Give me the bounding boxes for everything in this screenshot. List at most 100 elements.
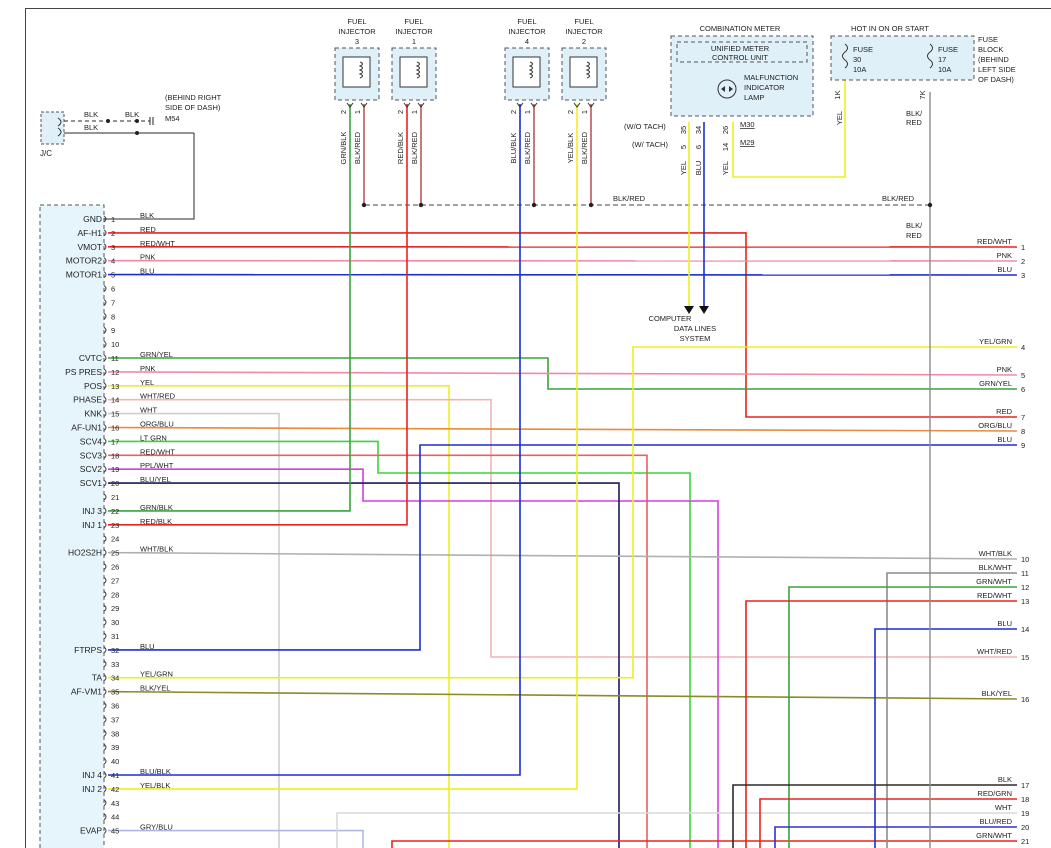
ecm-pin-40-stub — [103, 757, 107, 765]
right-terminal-5-wire-label: PNK — [997, 365, 1012, 374]
ecm-pin-1-label: GND — [83, 214, 102, 224]
injector-coil-frame-inj2 — [569, 56, 598, 88]
wire-term11 — [886, 572, 1017, 848]
ecm-pin-29-number: 29 — [111, 604, 119, 613]
ecm-pin-41-wire-label: BLU/BLK — [140, 767, 171, 776]
ecm-pin-35-number: 35 — [111, 688, 119, 697]
jc-dot-c — [135, 131, 139, 135]
injector-title-inj1-2: 1 — [412, 37, 416, 46]
meter-wire-label-2: YEL — [721, 161, 730, 175]
coil-icon-inj1 — [415, 61, 420, 79]
wire-scv3 — [108, 454, 648, 848]
bus-dot-inj1 — [418, 202, 424, 208]
ecm-pin-41-number: 41 — [111, 771, 119, 780]
injector-title-inj2-2: 2 — [582, 37, 586, 46]
injector-layer: FUELINJECTOR32GRN/BLK1BLK/REDFUELINJECTO… — [334, 17, 607, 208]
right-terminal-4-wire-label: YEL/GRN — [979, 337, 1012, 346]
ecm-pin-2-wire-label: RED — [140, 225, 156, 234]
m29-label: M29 — [740, 138, 755, 147]
right-terminal-18-wire-label: RED/GRN — [977, 789, 1012, 798]
ecm-pin-45-stub — [103, 827, 107, 834]
injector-coil-frame-inj1 — [399, 56, 428, 88]
wire-phase — [108, 398, 1017, 658]
right-terminal-10-wire-label: WHT/BLK — [979, 549, 1012, 558]
splice-note-1: (BEHIND RIGHT — [165, 93, 222, 102]
coil-icon-inj3 — [358, 61, 363, 79]
mil-label-1: MALFUNCTION — [744, 73, 798, 82]
ecm-pin-28-stub — [103, 590, 107, 598]
ecm-pin-14-number: 14 — [111, 396, 119, 405]
ecm-pin-9-stub — [103, 326, 107, 334]
right-terminal-9-number: 9 — [1021, 441, 1025, 450]
right-terminal-12-number: 12 — [1021, 583, 1029, 592]
splice-note-2: SIDE OF DASH) — [165, 103, 221, 112]
ecm-pin-36-number: 36 — [111, 702, 119, 711]
ecm-pin-17-wire-label: LT GRN — [140, 433, 167, 442]
injector-coil-frame-inj3 — [342, 56, 371, 88]
ecm-pin-45-label: EVAP — [80, 826, 102, 836]
ecm-pin-3-number: 3 — [111, 243, 115, 252]
hot-in-label: HOT IN ON OR START — [851, 24, 929, 33]
injector-pin-icon-inj2-0 — [573, 102, 581, 108]
right-terminal-1-number: 1 — [1021, 243, 1025, 252]
wire-term12 — [788, 586, 1017, 848]
injector-wire-label-inj2-1: BLK/RED — [580, 131, 589, 164]
injector-wire-label-inj1-0: RED/BLK — [396, 132, 405, 164]
right-terminal-4-number: 4 — [1021, 343, 1025, 352]
fuse-blkred-1: BLK/ — [906, 109, 923, 118]
ecm-pin-13-stub — [103, 382, 107, 390]
injector-title-inj2-1: INJECTOR — [565, 27, 603, 36]
ecm-pin-42-stub — [103, 785, 107, 793]
ecm-pin-30-number: 30 — [111, 618, 119, 627]
injector-pin-icon-inj4-1 — [530, 102, 538, 108]
m54-connector — [149, 117, 154, 125]
injector-wire-label-inj1-1: BLK/RED — [410, 131, 419, 164]
ecm-pin-37-number: 37 — [111, 715, 119, 724]
injector-title-inj3-2: 3 — [355, 37, 359, 46]
right-terminal-20-number: 20 — [1021, 823, 1029, 832]
ecm-pin-43-stub — [103, 799, 107, 807]
right-terminal-6-wire-label: GRN/YEL — [979, 379, 1012, 388]
ecm-pin-38-stub — [103, 729, 107, 737]
ecm-pin-39-stub — [103, 743, 107, 751]
ecm-pin-20-wire-label: BLU/YEL — [140, 475, 171, 484]
fuse17-l3: 10A — [938, 65, 951, 74]
ecm-pin-11-stub — [103, 354, 107, 362]
fuse17-l2: 17 — [938, 55, 946, 64]
ecm-pin-35-stub — [103, 688, 107, 695]
wire-pos — [108, 384, 450, 848]
meter-unit-label-2: CONTROL UNIT — [712, 53, 768, 62]
ecm-pin-23-stub — [103, 521, 107, 529]
ecm-pin-26-number: 26 — [111, 563, 119, 572]
ecm-pin-30-stub — [103, 618, 107, 626]
ecm-pin-11-wire-label: GRN/YEL — [140, 350, 173, 359]
combination-meter-title: COMBINATION METER — [700, 24, 781, 33]
ecm-pin-19-number: 19 — [111, 465, 119, 474]
ecm-pin-42-wire-label: YEL/BLK — [140, 781, 170, 790]
injector-title-inj3-0: FUEL — [347, 17, 366, 26]
wire-af-un1 — [107, 426, 1018, 432]
right-terminal-layer: 1RED/WHT2PNK3BLU4YEL/GRN5PNK6GRN/YEL7RED… — [976, 237, 1029, 846]
right-terminal-3-number: 3 — [1021, 271, 1025, 280]
right-terminal-15-number: 15 — [1021, 653, 1029, 662]
fuse-block-l3: (BEHIND — [978, 55, 1009, 64]
ecm-pin-3-label: VMOT — [77, 242, 102, 252]
right-terminal-13-wire-label: RED/WHT — [977, 591, 1012, 600]
splice-label: M54 — [165, 114, 180, 123]
injector-pin-icon-inj1-0 — [403, 102, 411, 108]
ecm-pin-15-wire-label: WHT — [140, 406, 157, 415]
computer-data-line-2: DATA LINES — [674, 324, 716, 333]
ecm-pin-14-stub — [103, 396, 107, 404]
meter-wire-label-0: YEL — [679, 161, 688, 175]
ecm-pin-22-stub — [103, 507, 107, 515]
jc-wire-c-label: BLK — [125, 110, 139, 119]
ecm-pin-4-wire-label: PNK — [140, 253, 155, 262]
ecm-pin-4-label: MOTOR2 — [66, 256, 102, 266]
ecm-body — [39, 204, 105, 848]
ecm-pin-16-label: AF-UN1 — [71, 423, 102, 433]
ecm-pin-44-number: 44 — [111, 813, 119, 822]
ecm-pin-8-stub — [103, 312, 107, 320]
ecm-pin-18-label: SCV3 — [80, 450, 102, 460]
fuse-block-l4: LEFT SIDE — [978, 65, 1016, 74]
